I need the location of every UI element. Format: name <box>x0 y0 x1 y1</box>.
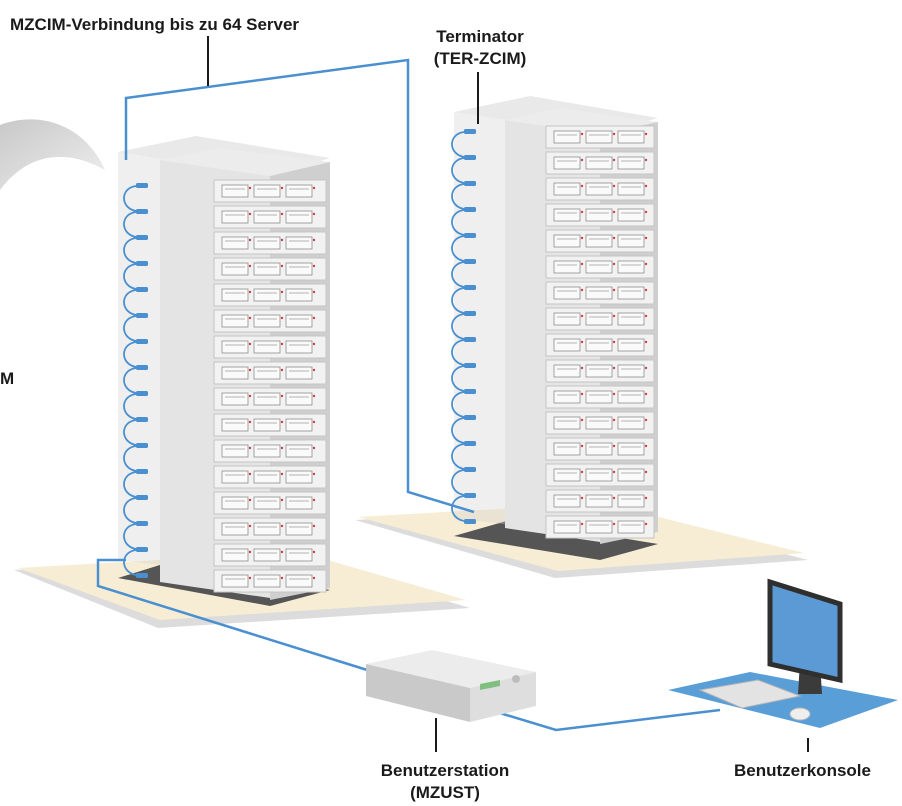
label-mzcim-connection: MZCIM-Verbindung bis zu 64 Server <box>10 15 300 34</box>
connector-plug <box>464 363 476 368</box>
monitor-screen <box>767 578 843 684</box>
connector-plug <box>464 493 476 498</box>
rack-units-left <box>213 179 327 593</box>
connector-plug <box>136 365 148 370</box>
decorative-swoosh <box>0 119 105 190</box>
connector-plug <box>136 521 148 526</box>
connector-plug <box>464 415 476 420</box>
rack-connectors-right <box>451 129 476 524</box>
connector-plug <box>136 443 148 448</box>
connector-plug <box>464 519 476 524</box>
connector-plug <box>136 261 148 266</box>
user-station-device <box>366 650 536 722</box>
mzcim-cable <box>124 58 475 514</box>
connector-plug <box>464 467 476 472</box>
label-terminator-line1: Terminator <box>436 27 524 46</box>
connector-plug <box>464 207 476 212</box>
label-user-station-line2: (MZUST) <box>410 783 480 802</box>
connector-plug <box>464 129 476 134</box>
connector-plug <box>136 573 148 578</box>
connector-plug <box>136 339 148 344</box>
label-user-console: Benutzerkonsole <box>734 761 871 780</box>
keyboard-icon <box>698 679 802 709</box>
label-terminator: Terminator (TER-ZCIM) <box>420 26 540 70</box>
server-rack-left <box>118 136 330 606</box>
connector-plug <box>136 235 148 240</box>
connector-plug <box>464 181 476 186</box>
connector-plug <box>464 233 476 238</box>
connector-plug <box>464 311 476 316</box>
label-user-station: Benutzerstation (MZUST) <box>360 760 530 804</box>
connector-plug <box>464 259 476 264</box>
connector-plug <box>136 391 148 396</box>
connector-plug <box>464 441 476 446</box>
label-terminator-line2: (TER-ZCIM) <box>433 49 527 68</box>
rack-connectors-left <box>123 183 148 578</box>
connector-plug <box>136 313 148 318</box>
connector-plug <box>136 209 148 214</box>
connector-plug <box>136 417 148 422</box>
connector-plug <box>136 287 148 292</box>
mouse-icon <box>789 707 811 721</box>
label-left-cutoff: M <box>0 369 15 388</box>
connector-plug <box>136 469 148 474</box>
rack-units-right <box>545 125 655 539</box>
connector-plug <box>464 285 476 290</box>
connector-plug <box>464 389 476 394</box>
connector-plug <box>464 155 476 160</box>
server-rack-right <box>451 96 658 560</box>
connector-plug <box>136 495 148 500</box>
connector-plug <box>464 337 476 342</box>
station-cable <box>96 558 381 676</box>
label-user-station-line1: Benutzerstation <box>380 761 510 780</box>
connector-plug <box>136 183 148 188</box>
user-console <box>668 578 898 728</box>
connector-plug <box>136 547 148 552</box>
